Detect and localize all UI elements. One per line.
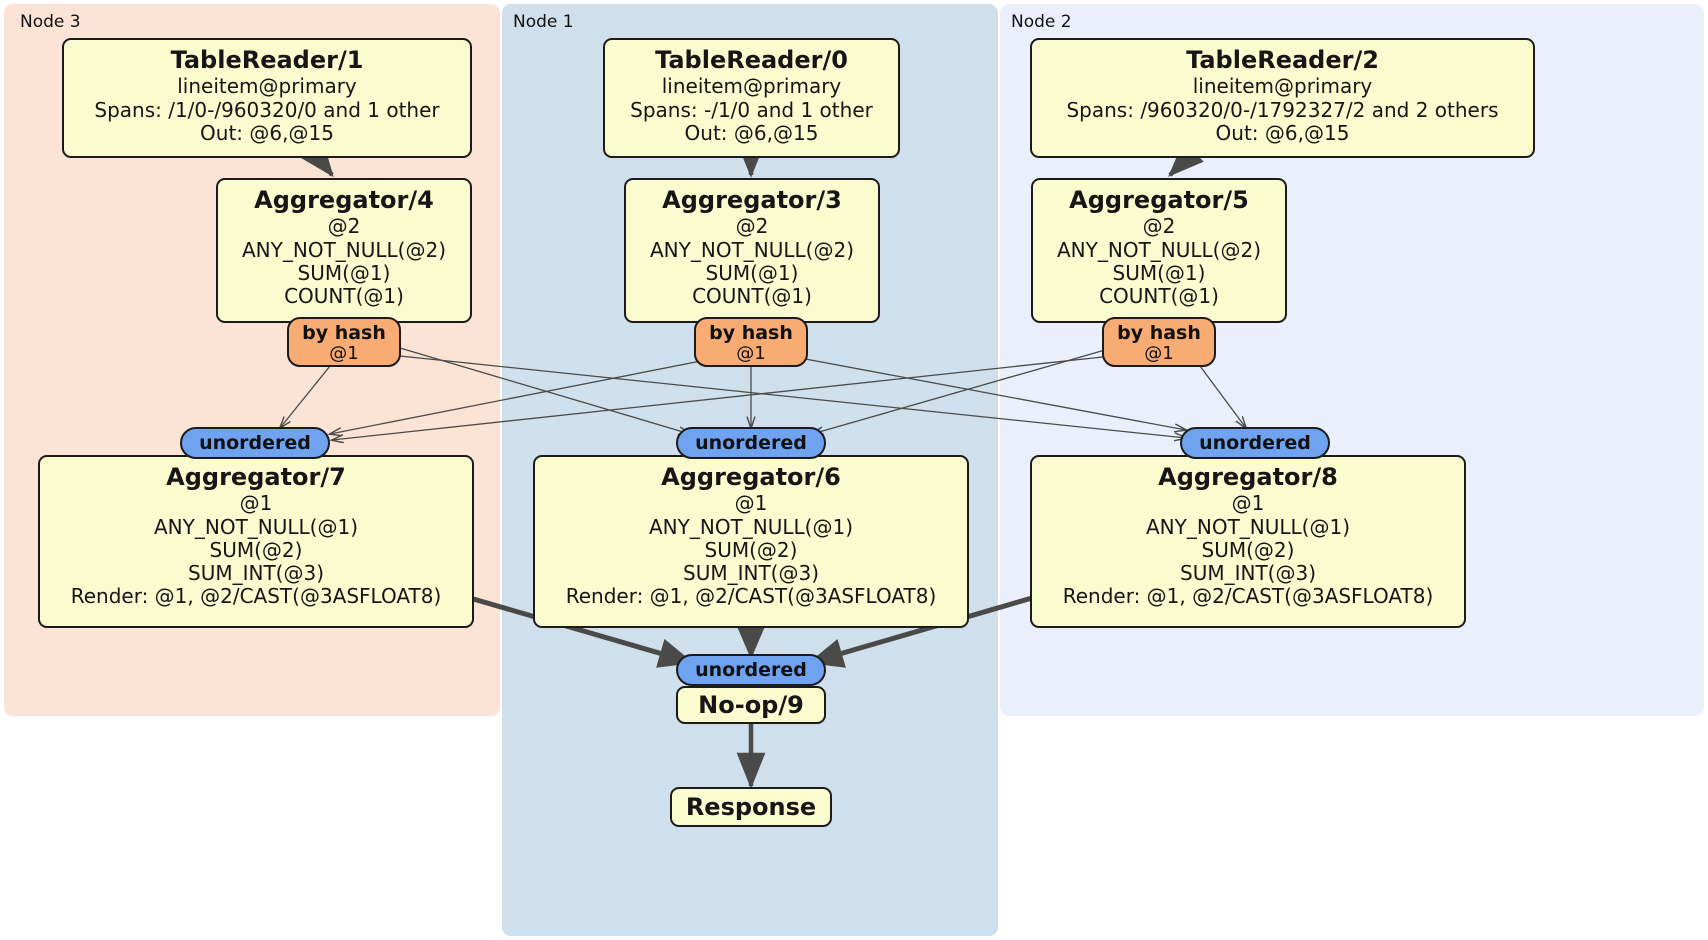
processor-line: SUM_INT(@3) [188, 560, 324, 585]
processor-line: SUM(@1) [297, 260, 391, 285]
input-sync-unordered-right[interactable]: unordered [1180, 427, 1330, 459]
processor-line: SUM(@1) [705, 260, 799, 285]
processor-title: Aggregator/5 [1069, 186, 1249, 214]
processor-aggregator-3[interactable]: Aggregator/3 @2 ANY_NOT_NULL(@2) SUM(@1)… [624, 178, 880, 323]
processor-aggregator-4[interactable]: Aggregator/4 @2 ANY_NOT_NULL(@2) SUM(@1)… [216, 178, 472, 323]
processor-title: TableReader/0 [655, 46, 848, 74]
processor-line: Spans: /960320/0-/1792327/2 and 2 others [1066, 97, 1499, 122]
panel-label-node-1: Node 1 [513, 12, 574, 32]
processor-title: Aggregator/4 [254, 186, 434, 214]
processor-line: Spans: /1/0-/960320/0 and 1 other [94, 97, 440, 122]
processor-line: ANY_NOT_NULL(@2) [242, 237, 446, 262]
input-sync-unordered-final[interactable]: unordered [676, 654, 826, 686]
sync-label: unordered [695, 432, 807, 454]
processor-title: Aggregator/8 [1158, 463, 1338, 491]
processor-line: ANY_NOT_NULL(@2) [1057, 237, 1261, 262]
processor-line: lineitem@primary [177, 74, 357, 99]
processor-line: COUNT(@1) [284, 283, 404, 308]
router-key: @1 [736, 343, 766, 365]
processor-table-reader-2[interactable]: TableReader/2 lineitem@primary Spans: /9… [1030, 38, 1535, 158]
processor-table-reader-0[interactable]: TableReader/0 lineitem@primary Spans: -/… [603, 38, 900, 158]
processor-line: Render: @1, @2/CAST(@3ASFLOAT8) [1062, 584, 1434, 609]
router-label: by hash [1117, 322, 1201, 344]
processor-line: SUM(@2) [1201, 537, 1295, 562]
processor-title: Response [685, 792, 817, 821]
processor-line: @1 [239, 491, 273, 516]
processor-no-op-9[interactable]: No-op/9 [676, 686, 826, 724]
input-sync-unordered-left[interactable]: unordered [180, 427, 330, 459]
processor-line: COUNT(@1) [1099, 283, 1219, 308]
sync-label: unordered [695, 659, 807, 681]
processor-line: Render: @1, @2/CAST(@3ASFLOAT8) [565, 584, 937, 609]
processor-line: Render: @1, @2/CAST(@3ASFLOAT8) [70, 584, 442, 609]
processor-line: Out: @6,@15 [684, 120, 819, 145]
router-key: @1 [329, 343, 359, 365]
processor-response[interactable]: Response [670, 787, 832, 827]
processor-line: SUM(@2) [704, 537, 798, 562]
processor-line: Out: @6,@15 [200, 120, 334, 145]
processor-line: lineitem@primary [661, 74, 842, 99]
processor-line: Spans: -/1/0 and 1 other [630, 97, 873, 122]
processor-line: @2 [327, 214, 361, 239]
processor-line: @2 [1142, 214, 1176, 239]
processor-line: COUNT(@1) [692, 283, 812, 308]
panel-label-node-3: Node 3 [20, 12, 81, 32]
processor-title: No-op/9 [698, 690, 804, 719]
router-label: by hash [302, 322, 386, 344]
output-router-hash-center[interactable]: by hash @1 [694, 317, 808, 367]
processor-line: SUM(@1) [1112, 260, 1206, 285]
processor-line: @2 [735, 214, 769, 239]
processor-line: SUM_INT(@3) [1180, 560, 1316, 585]
sync-label: unordered [1199, 432, 1311, 454]
router-key: @1 [1144, 343, 1174, 365]
processor-line: ANY_NOT_NULL(@1) [154, 514, 358, 539]
processor-title: TableReader/1 [170, 46, 364, 74]
processor-line: SUM(@2) [209, 537, 303, 562]
output-router-hash-right[interactable]: by hash @1 [1102, 317, 1216, 367]
processor-title: Aggregator/6 [661, 463, 841, 491]
processor-aggregator-5[interactable]: Aggregator/5 @2 ANY_NOT_NULL(@2) SUM(@1)… [1031, 178, 1287, 323]
processor-line: ANY_NOT_NULL(@2) [650, 237, 854, 262]
processor-line: @1 [734, 491, 768, 516]
output-router-hash-left[interactable]: by hash @1 [287, 317, 401, 367]
processor-aggregator-6[interactable]: Aggregator/6 @1 ANY_NOT_NULL(@1) SUM(@2)… [533, 455, 969, 628]
panel-label-node-2: Node 2 [1011, 12, 1072, 32]
processor-line: Out: @6,@15 [1215, 120, 1350, 145]
router-label: by hash [709, 322, 793, 344]
processor-line: ANY_NOT_NULL(@1) [1146, 514, 1350, 539]
processor-line: SUM_INT(@3) [683, 560, 819, 585]
processor-aggregator-8[interactable]: Aggregator/8 @1 ANY_NOT_NULL(@1) SUM(@2)… [1030, 455, 1466, 628]
processor-title: Aggregator/7 [166, 463, 346, 491]
processor-table-reader-1[interactable]: TableReader/1 lineitem@primary Spans: /1… [62, 38, 472, 158]
processor-line: @1 [1231, 491, 1265, 516]
input-sync-unordered-center[interactable]: unordered [676, 427, 826, 459]
processor-aggregator-7[interactable]: Aggregator/7 @1 ANY_NOT_NULL(@1) SUM(@2)… [38, 455, 474, 628]
processor-title: Aggregator/3 [662, 186, 842, 214]
processor-line: ANY_NOT_NULL(@1) [649, 514, 853, 539]
processor-line: lineitem@primary [1192, 74, 1373, 99]
sync-label: unordered [199, 432, 311, 454]
processor-title: TableReader/2 [1186, 46, 1379, 74]
